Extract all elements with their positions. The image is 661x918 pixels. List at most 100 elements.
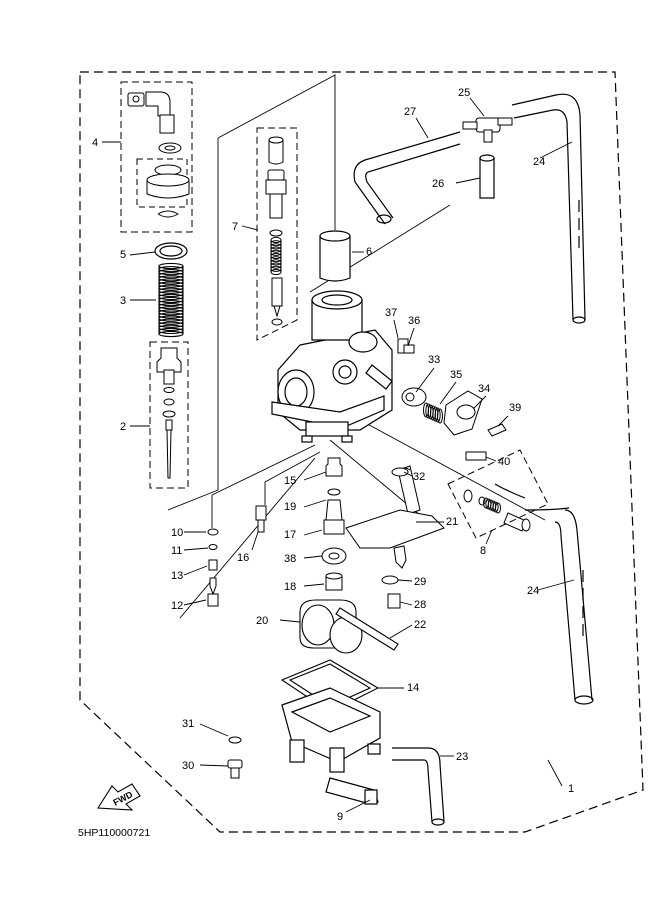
callout-leader-c36 xyxy=(407,327,415,347)
callout-label-c28: 28 xyxy=(414,599,426,611)
callout-leader-c39 xyxy=(497,415,509,427)
callout-label-c26: 26 xyxy=(432,178,444,190)
group-2-box xyxy=(149,341,189,489)
callout-leader-c16 xyxy=(251,531,259,551)
callout-leader-c13 xyxy=(183,565,208,576)
callout-label-c24b: 24 xyxy=(527,585,539,597)
callout-label-c32: 32 xyxy=(413,471,425,483)
callout-label-c8: 8 xyxy=(480,545,486,557)
group-7-box xyxy=(256,127,298,341)
callout-leader-c11 xyxy=(183,547,209,551)
callout-leader-c27 xyxy=(415,117,429,139)
callout-label-c9: 9 xyxy=(337,811,343,823)
callout-label-c31: 31 xyxy=(182,718,194,730)
jet-stack xyxy=(321,457,347,591)
callout-label-c14: 14 xyxy=(407,682,419,694)
callout-label-c40: 40 xyxy=(498,456,510,468)
assembly-boundary xyxy=(79,71,644,833)
callout-leader-c30 xyxy=(199,764,229,767)
fwd-arrow: FWD xyxy=(97,783,141,811)
callout-leader-c17 xyxy=(303,529,323,536)
callout-leader-c32 xyxy=(403,471,413,477)
top-cap-parts xyxy=(127,91,190,218)
callout-leader-c28 xyxy=(399,601,413,606)
spring-35 xyxy=(423,402,443,424)
callout-label-c37: 37 xyxy=(385,307,397,319)
callout-label-c10: 10 xyxy=(171,527,183,539)
callout-label-c29: 29 xyxy=(414,576,426,588)
pilot-screw-spring xyxy=(483,497,501,514)
callout-label-c5: 5 xyxy=(120,249,126,261)
callout-label-c12: 12 xyxy=(171,600,183,612)
plunger-parts xyxy=(265,136,287,237)
tube-6 xyxy=(319,230,351,282)
callout-leader-c1 xyxy=(547,759,563,787)
plunger-spring xyxy=(270,236,282,276)
gasket-5 xyxy=(154,242,188,260)
screws-30-31 xyxy=(227,736,243,779)
callout-leader-c9 xyxy=(345,799,371,813)
callout-label-c2: 2 xyxy=(120,421,126,433)
callout-label-c13: 13 xyxy=(171,570,183,582)
callout-leader-c24b xyxy=(537,579,575,591)
callout-leader-c25 xyxy=(469,97,485,117)
callout-leader-c5 xyxy=(129,251,156,256)
callout-label-c4: 4 xyxy=(92,137,98,149)
callout-leader-c8 xyxy=(485,529,493,545)
callout-label-c33: 33 xyxy=(428,354,440,366)
callout-leader-c35 xyxy=(439,381,457,405)
callout-leader-c12 xyxy=(183,599,207,606)
float-20 xyxy=(299,599,399,654)
callout-label-c3: 3 xyxy=(120,295,126,307)
callout-label-c27: 27 xyxy=(404,106,416,118)
callout-label-c7: 7 xyxy=(232,221,238,233)
callout-leader-c31 xyxy=(199,723,229,737)
side-parts xyxy=(381,338,531,609)
callout-label-c38: 38 xyxy=(284,553,296,565)
callout-leader-c24a xyxy=(539,141,573,159)
tee-fitting-25 xyxy=(462,117,513,143)
callout-label-c21: 21 xyxy=(446,516,458,528)
throttle-spring-3 xyxy=(158,262,184,338)
callout-leader-c38 xyxy=(303,555,323,559)
callout-leader-c20 xyxy=(279,619,301,623)
callout-leader-c22 xyxy=(389,624,413,639)
carburetor-body xyxy=(271,290,393,443)
callout-label-c36: 36 xyxy=(408,315,420,327)
callout-label-c34: 34 xyxy=(478,383,490,395)
callout-leader-c15 xyxy=(303,471,327,481)
diagram-code: 5HP110000721 xyxy=(78,827,150,839)
callout-label-c35: 35 xyxy=(450,369,462,381)
needle-parts xyxy=(156,347,182,479)
plate-21 xyxy=(345,509,445,549)
callout-label-c18: 18 xyxy=(284,581,296,593)
callout-label-c19: 19 xyxy=(284,501,296,513)
callout-label-c22: 22 xyxy=(414,619,426,631)
callout-leader-c33 xyxy=(415,367,435,393)
jets-16-and-left-screws xyxy=(207,505,267,607)
callout-label-c17: 17 xyxy=(284,529,296,541)
callout-label-c23: 23 xyxy=(456,751,468,763)
callout-label-c16: 16 xyxy=(237,552,249,564)
callout-leader-c29 xyxy=(397,579,413,582)
callout-label-c1: 1 xyxy=(568,783,574,795)
callout-lines xyxy=(102,97,575,813)
callout-label-c30: 30 xyxy=(182,760,194,772)
callout-leader-c34 xyxy=(473,395,487,409)
callout-leader-c40 xyxy=(485,456,497,462)
callout-leader-c26 xyxy=(455,177,481,184)
group-4-box xyxy=(120,81,193,233)
callout-leader-c18 xyxy=(303,583,325,587)
callout-leader-c19 xyxy=(303,499,327,508)
callout-label-c15: 15 xyxy=(284,475,296,487)
callout-leader-c7 xyxy=(241,225,259,231)
plunger-tip xyxy=(271,277,283,326)
callout-label-c6: 6 xyxy=(366,246,372,258)
callout-label-c39: 39 xyxy=(509,402,521,414)
fuel-hoses xyxy=(353,93,594,826)
callout-label-c25: 25 xyxy=(458,87,470,99)
callout-leader-c37 xyxy=(393,319,399,339)
